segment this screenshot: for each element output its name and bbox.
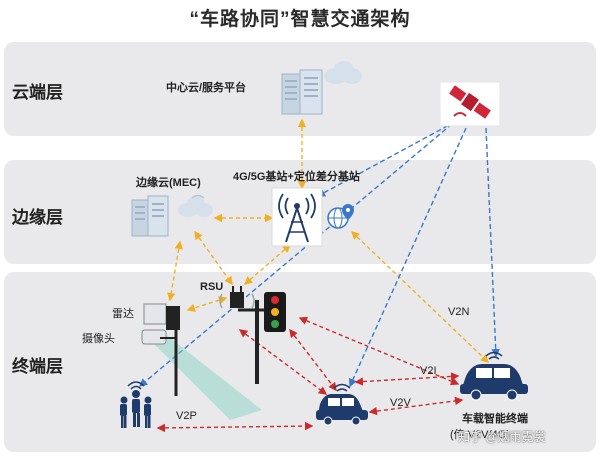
link-edgecloud-radar [167, 240, 183, 302]
link-pedestrian-car [156, 421, 314, 433]
v2i-label: V2I [420, 365, 437, 377]
rsu-label: RSU [200, 281, 224, 293]
cloud-layer-label: 云端层 [12, 83, 63, 102]
globe-location-icon [327, 204, 354, 229]
link-sat-vehicle-terminal [485, 127, 500, 358]
traffic-light-icon [264, 292, 286, 332]
yellow-links [167, 118, 490, 363]
v2p-label: V2P [176, 410, 197, 422]
vehicle-terminal-label: 车载智能终端 [462, 413, 528, 425]
satellite-icon [439, 81, 501, 127]
link-car-vehicle-v2i [354, 372, 460, 386]
cell-tower-icon [271, 187, 323, 247]
server-icon [281, 69, 323, 115]
link-edgecloud-rsu [194, 230, 233, 286]
camera-view-cone [140, 330, 262, 420]
link-basestation-vehicle [350, 231, 490, 363]
camera-label: 摄像头 [82, 333, 115, 345]
link-basestation-rsu [243, 244, 292, 285]
v2n-label: V2N [448, 306, 470, 318]
vehicle-terminal-sublabel: (传 V2V/4G) [450, 429, 510, 441]
radar-label: 雷达 [112, 308, 134, 320]
car-icon [316, 383, 368, 426]
edge-server-icon [131, 195, 169, 237]
connected-vehicle-icon [460, 351, 528, 401]
edge-cloud-icon [178, 194, 213, 217]
link-trafficlight-car [289, 328, 337, 392]
v2v-label: V2V [390, 397, 411, 409]
pedestrians-icon [120, 381, 152, 428]
radar-camera-pole-icon [141, 303, 180, 396]
cloud-icon [324, 61, 362, 84]
edge-cloud-label: 边缘云(MEC) [136, 177, 201, 189]
base-station-label: 4G/5G基站+定位差分基站 [233, 171, 360, 183]
terminal-layer-label: 终端层 [12, 357, 63, 376]
diagram-title: “车路协同”智慧交通架构 [189, 9, 411, 30]
link-car-vehicle-v2v [368, 396, 464, 416]
center-cloud-label: 中心云/服务平台 [166, 82, 247, 94]
edge-layer-label: 边缘层 [12, 208, 63, 227]
red-links [156, 316, 464, 433]
link-sat-pedestrian [138, 123, 453, 387]
link-rsu-car [238, 329, 328, 395]
link-sat-car [349, 127, 467, 388]
blue-links [138, 117, 500, 388]
link-sat-basestation [316, 117, 463, 197]
rsu-icon [219, 286, 255, 309]
watermark: 知乎 @烟雨霓裳 [458, 430, 546, 444]
